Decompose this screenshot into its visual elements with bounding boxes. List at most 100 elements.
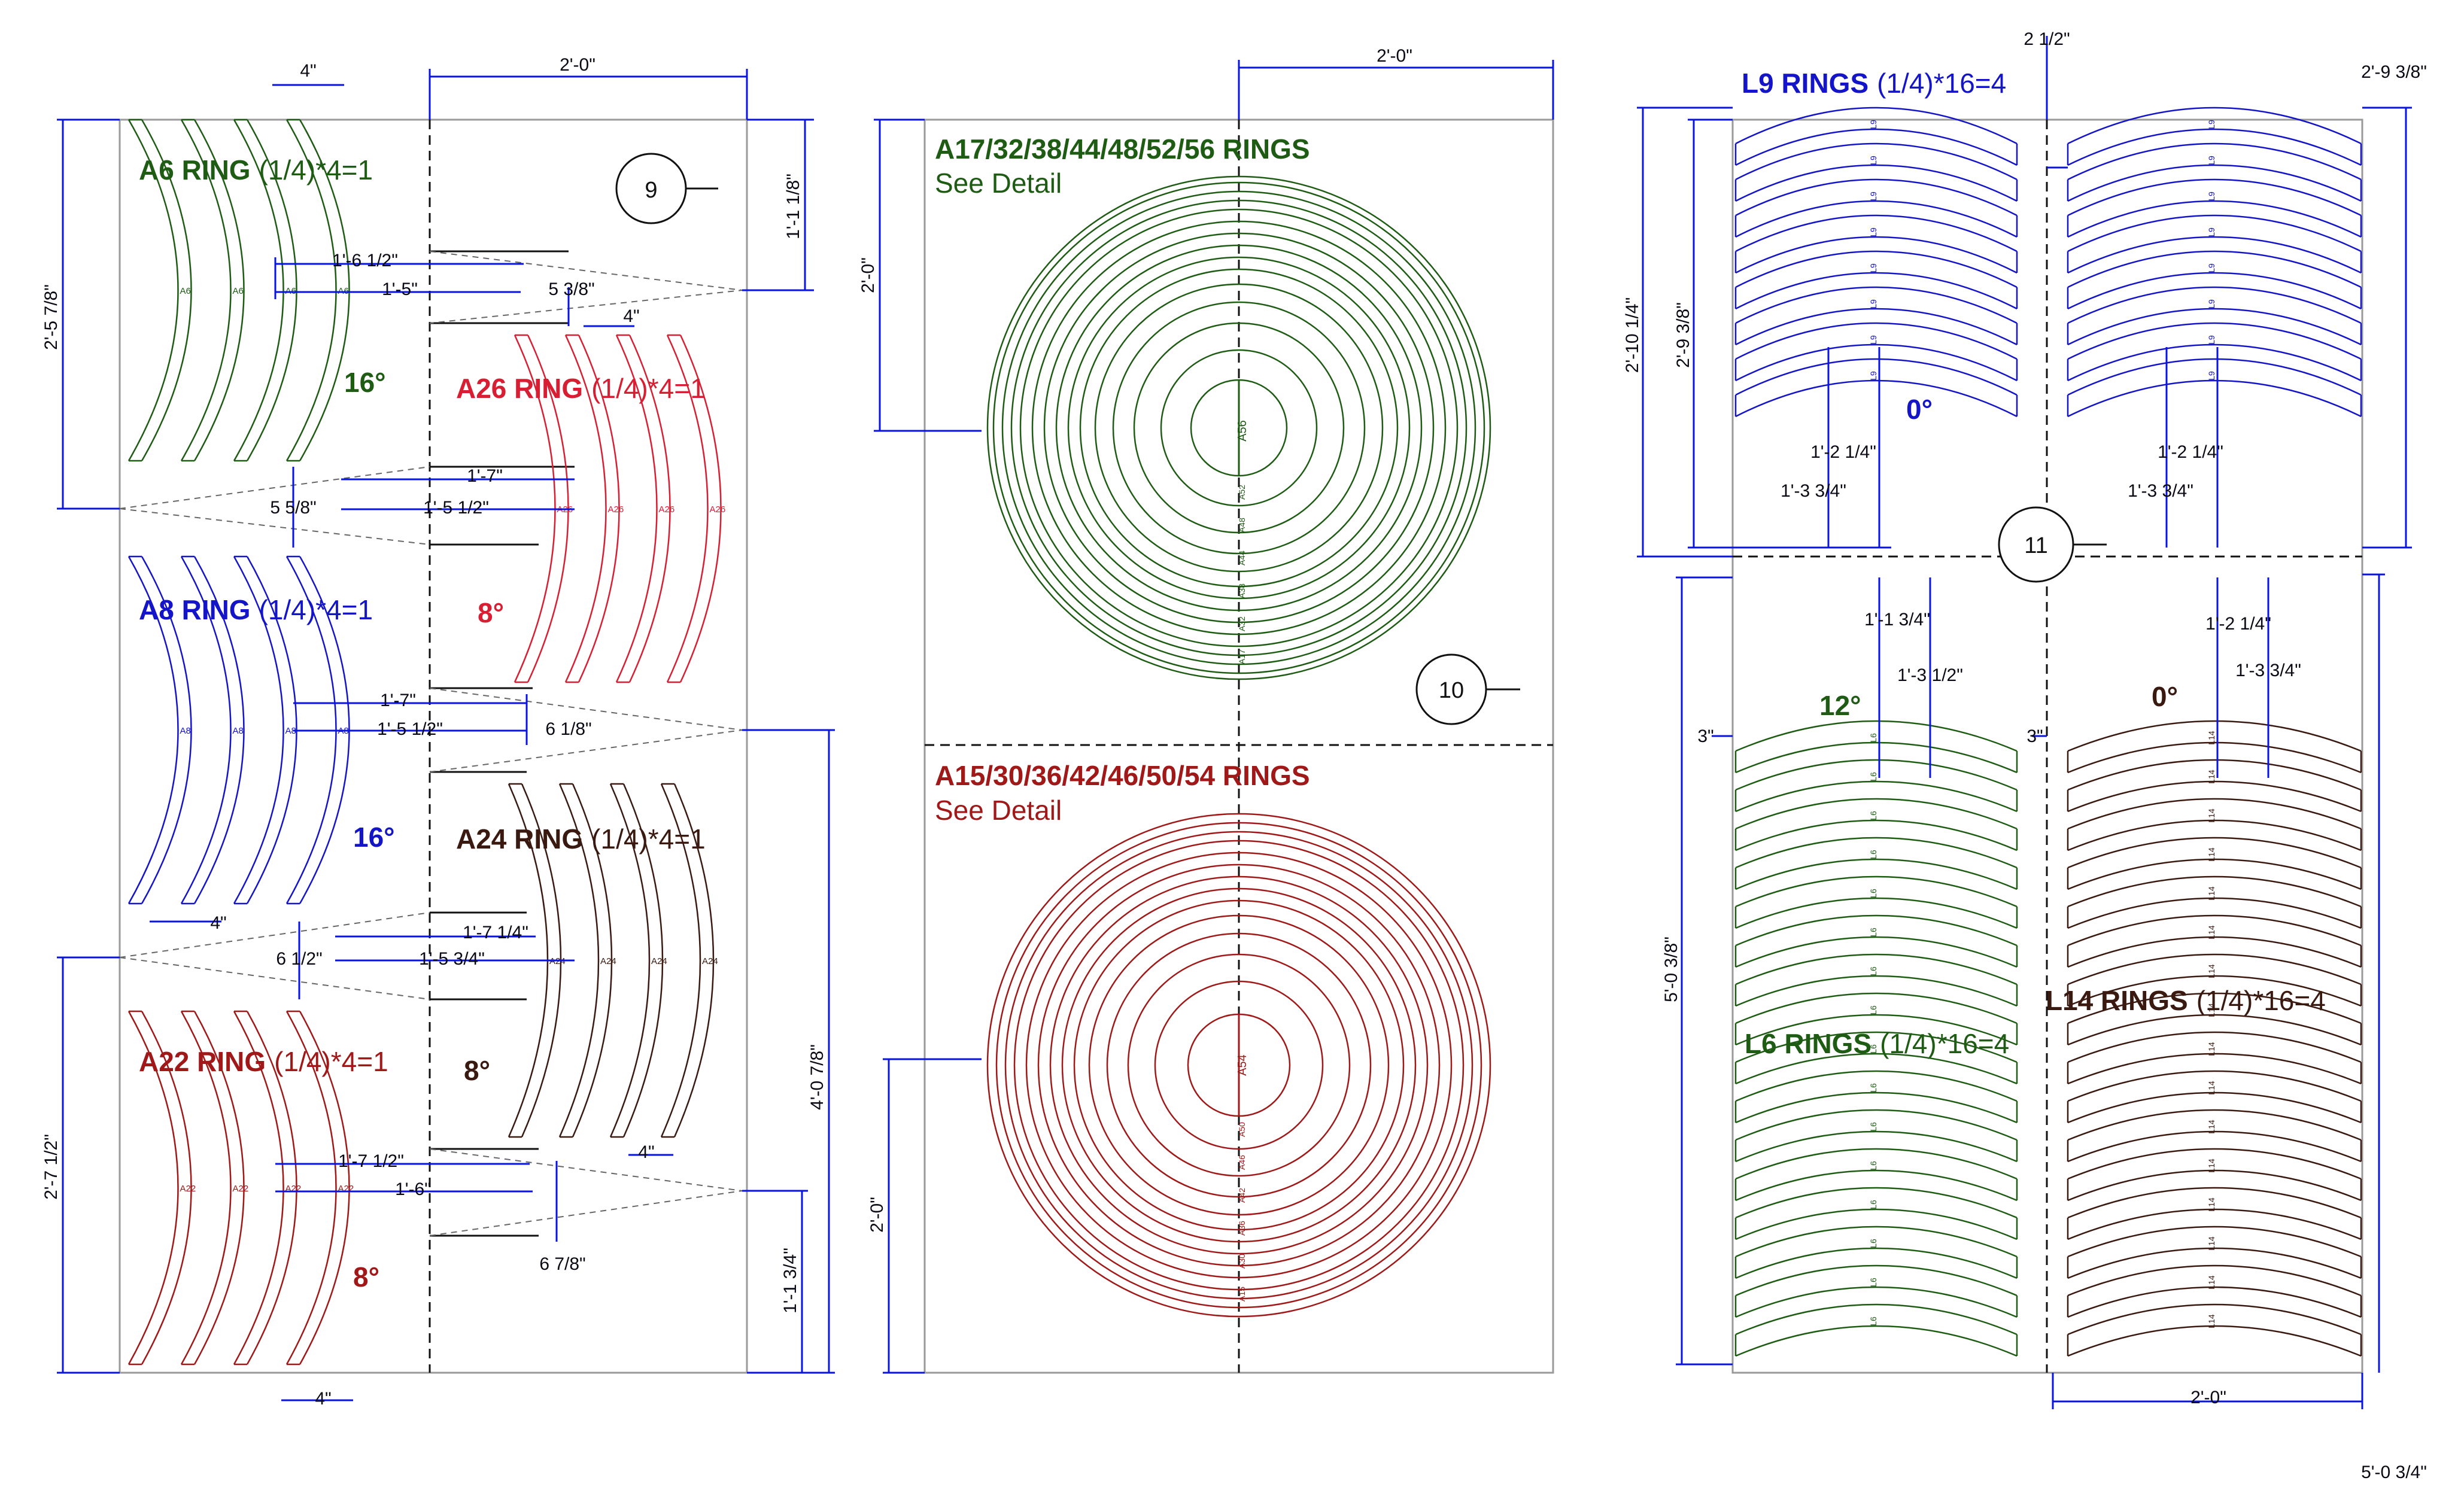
stack-piece-tag: L6 <box>1868 772 1878 782</box>
ring-tag: A38 <box>1237 583 1247 598</box>
stack-piece-tag: L14 <box>2207 925 2216 939</box>
stack-arc-inner <box>1735 1208 2018 1240</box>
ring-arc-outer <box>127 556 179 904</box>
stack-arc-inner <box>2067 819 2362 852</box>
stack-piece-tag: L14 <box>2207 731 2216 745</box>
ring-piece-tag: A6 <box>180 286 191 296</box>
bottom-center-tag: A54 <box>1236 1054 1249 1076</box>
stack-arc-outer <box>1735 1148 2018 1180</box>
ring-piece-tag: A8 <box>180 726 191 736</box>
stack-arc-outer <box>1735 178 2018 217</box>
stack-arc-inner <box>2067 343 2362 382</box>
stack-arc-inner <box>2067 1091 2362 1124</box>
dim-four-b: 4" <box>623 306 639 326</box>
stack-piece-tag: L6 <box>1868 1278 1878 1287</box>
ring-tag: A44 <box>1237 551 1247 565</box>
ring-piece-tag: A22 <box>233 1184 249 1194</box>
sheet-center-lines <box>429 120 2362 1373</box>
cut-edges-sheet-9 <box>430 250 575 1237</box>
dim-h-total-bottom: 2'-7 1/2" <box>41 1134 61 1200</box>
stack-piece-tag: L6 <box>1868 1083 1878 1093</box>
ring-tag: A50 <box>1237 1122 1247 1137</box>
stack-arc-outer <box>1735 798 2018 830</box>
l6-angle: 12° <box>1819 690 1861 721</box>
stack-arc-inner <box>1735 1325 2018 1357</box>
stack-arc-inner <box>2067 897 2362 929</box>
stack-piece-tag: L6 <box>1868 928 1878 937</box>
stack-arc-inner <box>2067 1053 2362 1085</box>
dim-d7: 1'-7" <box>380 691 416 710</box>
stack-piece-tag: L6 <box>1868 1161 1878 1170</box>
ring-circle <box>1031 220 1447 636</box>
dim-d6: 1'-5 1/2" <box>423 498 489 518</box>
stack-arc-outer <box>2067 1070 2362 1102</box>
sheet-11-labels: L9 RINGS(1/4)*16=4 0° 12° 0° L6 RINGS(1/… <box>1742 68 2326 1059</box>
ring-circle <box>1073 899 1405 1231</box>
stack-arc-outer <box>2067 107 2362 145</box>
stack-arc-inner <box>1735 897 2018 929</box>
stack-arc-inner <box>2067 379 2362 418</box>
stack-piece-tag: L9 <box>2207 227 2216 237</box>
ring-circle <box>1049 875 1429 1255</box>
dim-four-d: 4" <box>638 1142 654 1162</box>
ring-circle <box>1061 887 1417 1243</box>
l6-rings-title: L6 RINGS(1/4)*16=4 <box>1745 1028 2009 1059</box>
ring-piece-tag: A26 <box>659 504 675 515</box>
stack-piece-tag: L14 <box>2207 1120 2216 1134</box>
a6-ring-title: A6 RING(1/4)*4=1 <box>139 154 373 186</box>
dim-top-gap: 2 1/2" <box>2024 29 2070 49</box>
ring-piece-tag: A6 <box>233 286 244 296</box>
stack-piece-tag: L9 <box>1868 156 1878 165</box>
bottom-rings-title: A15/30/36/42/46/50/54 RINGS <box>935 760 1310 791</box>
stack-arc-outer <box>2067 875 2362 908</box>
stack-arc-inner <box>1735 741 2018 774</box>
ring-circle <box>1055 244 1423 612</box>
stack-piece-tag: L6 <box>1868 889 1878 898</box>
dim-r-mid: 4'-0 7/8" <box>807 1044 827 1110</box>
ring-arc-inner <box>622 783 664 1138</box>
ring-circle <box>1010 199 1468 656</box>
dim-bottom-w: 2'-0" <box>2190 1388 2226 1407</box>
stack-piece-tag: L6 <box>1868 1005 1878 1015</box>
stack-arc-inner <box>1735 1247 2018 1279</box>
stack-piece-tag: L9 <box>2207 263 2216 273</box>
stack-piece-tag: L14 <box>2207 808 2216 823</box>
stack-piece-tag: L9 <box>1868 371 1878 381</box>
stack-arc-outer <box>1735 914 2018 947</box>
dim-l14-a: 1'-2 1/4" <box>2205 614 2271 634</box>
stack-arc-inner <box>2067 1247 2362 1279</box>
dim-d14: 1'-6" <box>395 1179 431 1199</box>
stack-arc-inner <box>1735 200 2018 238</box>
ring-circle <box>1037 863 1441 1267</box>
stack-arc-inner <box>2067 780 2362 813</box>
sheet-11-number: 11 <box>2024 533 2047 558</box>
stack-piece-tag: L6 <box>1868 1316 1878 1326</box>
dim-d3: 5 3/8" <box>548 279 594 299</box>
stack-piece-tag: L9 <box>2207 156 2216 165</box>
ring-circle <box>1001 190 1476 665</box>
ring-arc-outer <box>180 556 232 904</box>
dim-bottom-right: 5'-0 3/4" <box>2361 1462 2427 1482</box>
ring-arc-outer <box>660 783 701 1138</box>
dim-r-top: 1'-1 1/8" <box>783 174 803 239</box>
dim-w-top: 2'-0" <box>560 55 596 75</box>
dim-l9-d: 1'-3 3/4" <box>2128 481 2193 501</box>
stack-piece-tag: L9 <box>2207 299 2216 309</box>
stack-arc-inner <box>2067 1169 2362 1202</box>
stack-arc-outer <box>2067 322 2362 360</box>
stack-piece-tag: L14 <box>2207 770 2216 784</box>
ring-arc-inner <box>572 783 613 1138</box>
ring-arc-outer <box>615 335 658 683</box>
dim-four-c: 4" <box>210 913 226 933</box>
ring-arc-outer <box>127 119 179 461</box>
stack-arc-inner <box>2067 128 2362 166</box>
sheet-frames <box>119 118 2363 1374</box>
dim-d12: 1'-5 3/4" <box>419 949 485 969</box>
dim-d4: 1'-7" <box>467 466 503 486</box>
ring-circle <box>986 813 1491 1318</box>
stack-arc-outer <box>1735 358 2018 396</box>
ring-tag: A42 <box>1237 1188 1247 1203</box>
